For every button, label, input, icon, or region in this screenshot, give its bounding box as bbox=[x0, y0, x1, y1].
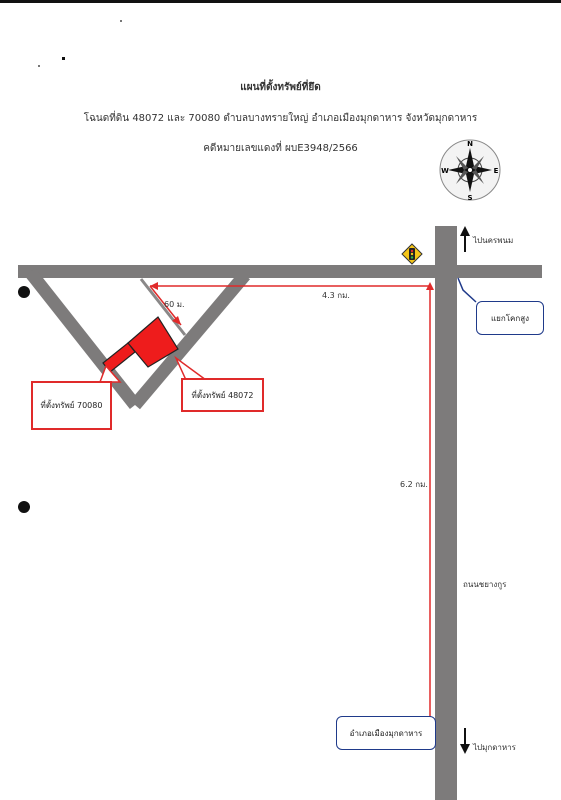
map-subtitle: โฉนดที่ดิน 48072 และ 70080 ตำบลบางทรายให… bbox=[83, 113, 478, 124]
land-plots bbox=[102, 316, 179, 373]
roads bbox=[18, 226, 542, 800]
compass-rose-icon: N S W E bbox=[439, 139, 501, 202]
compass-north-label: N bbox=[467, 140, 473, 148]
punch-hole bbox=[18, 501, 30, 513]
side-road-left bbox=[24, 267, 141, 410]
callout-district: อำเภอเมืองมุกดาหาร bbox=[336, 716, 436, 750]
road-name-label: ถนนชยางกูร bbox=[463, 580, 507, 589]
plot-48072 bbox=[127, 316, 179, 368]
direction-south-label: ไปมุกดาหาร bbox=[473, 743, 516, 752]
case-number: คดีหมายเลขแดงที่ ผบE3948/2566 bbox=[203, 143, 358, 154]
map-title: แผนที่ตั้งทรัพย์ที่ยึด bbox=[240, 82, 321, 93]
side-road-right bbox=[130, 270, 250, 410]
scan-speck bbox=[62, 57, 65, 60]
scan-speck bbox=[120, 20, 122, 22]
distance-60m-label: 60 ม. bbox=[164, 300, 185, 309]
compass-west-label: W bbox=[441, 167, 449, 175]
callout-plot-48072: ที่ตั้งทรัพย์ 48072 bbox=[181, 378, 264, 412]
callout-plot-70080: ที่ตั้งทรัพย์ 70080 bbox=[31, 381, 112, 430]
route-arrowhead bbox=[150, 282, 158, 290]
arrow-down-icon bbox=[460, 728, 470, 754]
punch-hole bbox=[18, 286, 30, 298]
route bbox=[149, 282, 434, 722]
route-line bbox=[150, 285, 431, 722]
distance-6-2km-label: 6.2 กม. bbox=[400, 480, 428, 489]
compass-east-label: E bbox=[494, 167, 499, 175]
compass-south-label: S bbox=[467, 194, 472, 202]
main-road-horizontal bbox=[18, 265, 542, 278]
callout-pointer-48072 bbox=[174, 355, 209, 381]
traffic-light-icon bbox=[401, 243, 423, 265]
direction-north-label: ไปนครพนม bbox=[473, 236, 514, 245]
highway-vertical bbox=[435, 226, 457, 800]
distance-4-3km-label: 4.3 กม. bbox=[322, 291, 350, 300]
callout-pointer-junction bbox=[457, 277, 477, 303]
route-arrowhead bbox=[426, 282, 434, 290]
arrow-up-icon bbox=[460, 226, 470, 252]
scan-speck bbox=[38, 65, 40, 67]
top-border bbox=[0, 0, 561, 3]
distance-arrowhead bbox=[172, 316, 181, 325]
access-lane bbox=[139, 278, 187, 336]
callout-junction: แยกโคกสูง bbox=[476, 301, 544, 335]
